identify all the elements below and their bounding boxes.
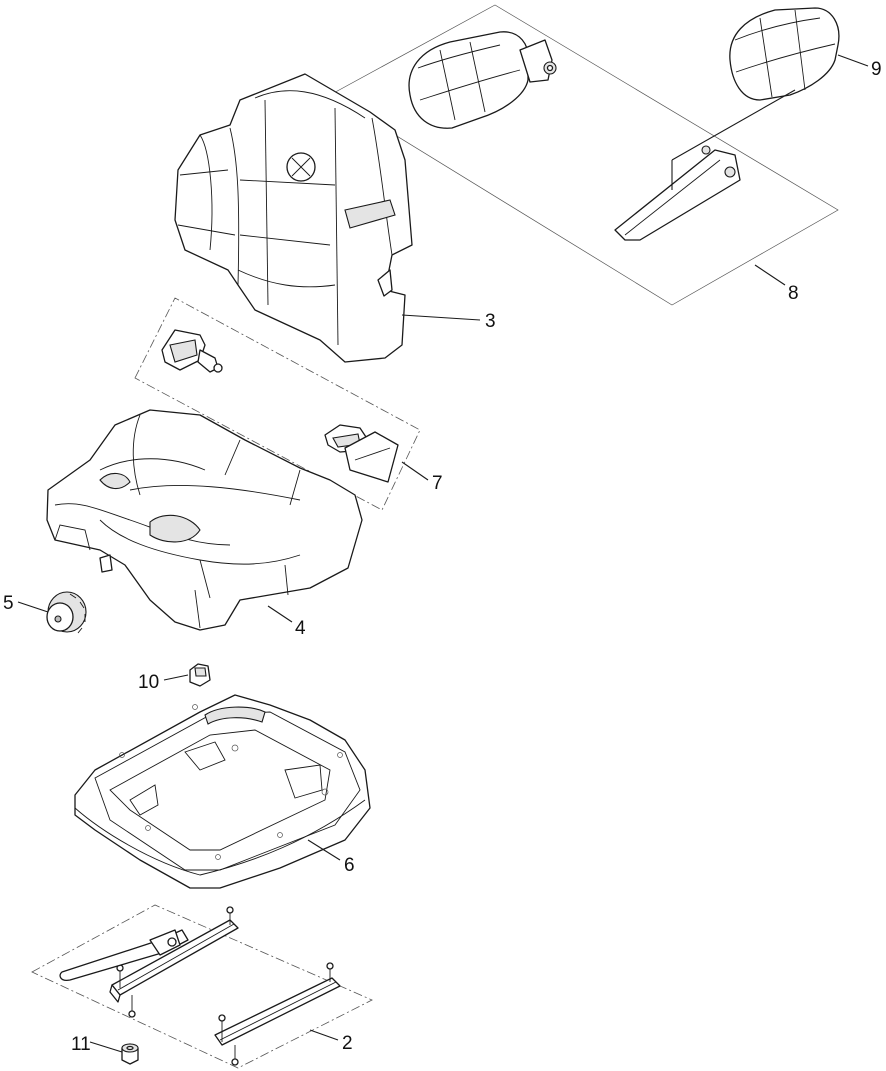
armrest-bracket	[614, 89, 796, 241]
slide-rail-rear	[214, 962, 341, 1066]
armrest-kit-outline	[329, 4, 839, 306]
seat-cushion	[46, 409, 363, 631]
callout-9: 9	[871, 59, 882, 80]
slide-rail-front	[59, 906, 239, 1018]
callout-7: 7	[432, 473, 443, 494]
callout-11: 11	[71, 1034, 91, 1055]
callout-4: 4	[295, 618, 306, 639]
slide-rail-kit	[31, 904, 373, 1069]
seat-belt-retractor	[161, 329, 223, 373]
callout-2: 2	[342, 1033, 353, 1054]
seat-belt-kit	[134, 297, 421, 511]
seat-pan	[74, 694, 371, 889]
callout-5: 5	[3, 593, 14, 614]
callout-labels: 2 3 4 5 6 7 8 9 10 11	[3, 59, 882, 1055]
armrest-pad-left	[408, 31, 557, 129]
callout-8: 8	[788, 283, 799, 304]
armrest-pad-right	[729, 7, 840, 101]
seat-belt-buckle	[324, 424, 399, 483]
callout-3: 3	[485, 311, 496, 332]
callout-6: 6	[344, 855, 355, 876]
adjuster-knob	[46, 591, 87, 634]
callout-10: 10	[138, 672, 159, 693]
clip	[189, 663, 211, 687]
seat-back	[174, 73, 413, 363]
nut	[121, 1043, 139, 1065]
leader-lines	[17, 54, 869, 1053]
